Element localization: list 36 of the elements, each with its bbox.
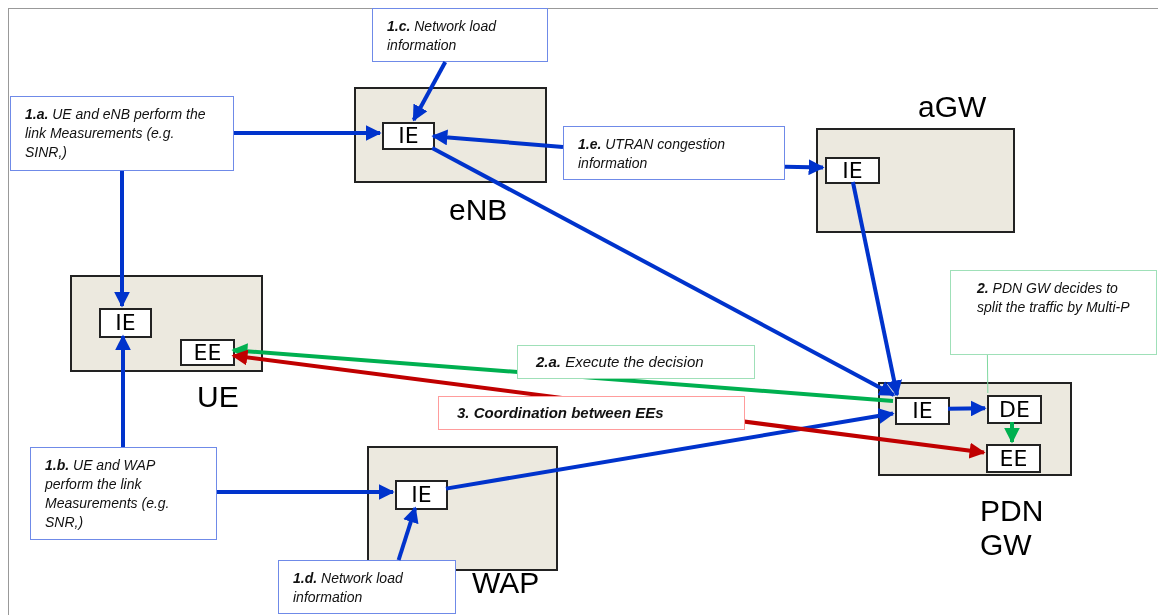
arrow (431, 146, 896, 397)
arrow (114, 171, 130, 308)
callout-box: 1.a. UE and eNB perform the link Measurements (e.g. SINR,) (10, 96, 234, 171)
element-box: DE (987, 395, 1042, 424)
arrow (1004, 422, 1020, 444)
callout-box: 1.c. Network load information (372, 8, 548, 62)
element-box: IE (382, 122, 435, 150)
entity-label: UE (197, 380, 240, 414)
callout-box: 1.b. UE and WAP perform the link Measurements (e.g. SNR,) (30, 447, 217, 540)
arrow (231, 343, 894, 403)
element-box: IE (395, 480, 448, 510)
callout-box: 2. PDN GW decides to split the traffic by Multi-P (950, 270, 1157, 355)
edge-label: 3. Coordination between EEs (438, 396, 745, 430)
arrow (850, 181, 902, 397)
element-box: IE (825, 157, 880, 184)
element-box: IE (895, 397, 950, 425)
arrow (396, 506, 419, 561)
callout-box: 1.e. UTRAN congestion information (563, 126, 785, 180)
leader-line (986, 354, 989, 394)
entity-label: aGW (918, 90, 988, 124)
arrow (445, 408, 895, 491)
arrow (431, 129, 564, 149)
entity-label: eNB (449, 193, 509, 227)
entity-label: PDN GW (980, 494, 1045, 562)
callout-box: 1.d. Network load information (278, 560, 456, 614)
edge-label: 2.a. Execute the decision (517, 345, 755, 379)
arrow (947, 400, 987, 417)
element-box: IE (99, 308, 152, 338)
entity-label: WAP (472, 566, 541, 600)
element-box: EE (180, 339, 235, 366)
arrow (234, 125, 382, 141)
arrow (115, 334, 131, 447)
arrow (217, 484, 395, 500)
element-box: EE (986, 444, 1041, 473)
arrow (784, 159, 825, 176)
arrow (411, 61, 448, 122)
